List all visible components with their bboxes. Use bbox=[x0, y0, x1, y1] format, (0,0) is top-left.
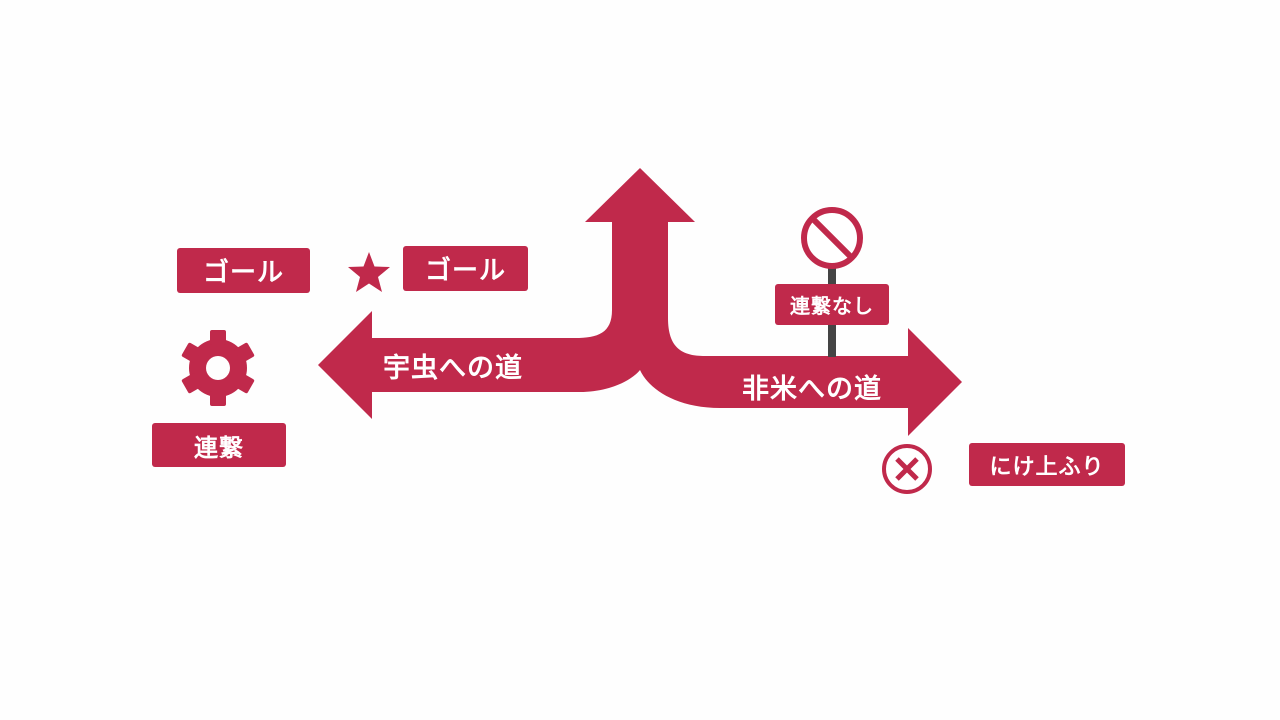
renkei-label: 連繋 bbox=[152, 423, 286, 467]
right-path-label: 非米への道 bbox=[742, 374, 882, 405]
right-arrow-head bbox=[908, 328, 962, 436]
no-entry-sign-icon bbox=[801, 207, 863, 357]
left-arrow-head bbox=[318, 311, 372, 419]
left-path-label: 宇虫への道 bbox=[383, 353, 523, 384]
goal-label-right: ゴール bbox=[403, 246, 528, 291]
nigeagari-label: にけ上ふり bbox=[969, 443, 1125, 486]
up-arrow-head bbox=[585, 168, 695, 222]
fork-body bbox=[370, 220, 910, 408]
goal-label-left: ゴール bbox=[177, 248, 310, 293]
gear-icon bbox=[181, 330, 255, 406]
renkei-nashi-label: 連繋なし bbox=[775, 284, 889, 325]
x-circle-icon bbox=[882, 444, 932, 494]
star-icon bbox=[348, 252, 390, 292]
